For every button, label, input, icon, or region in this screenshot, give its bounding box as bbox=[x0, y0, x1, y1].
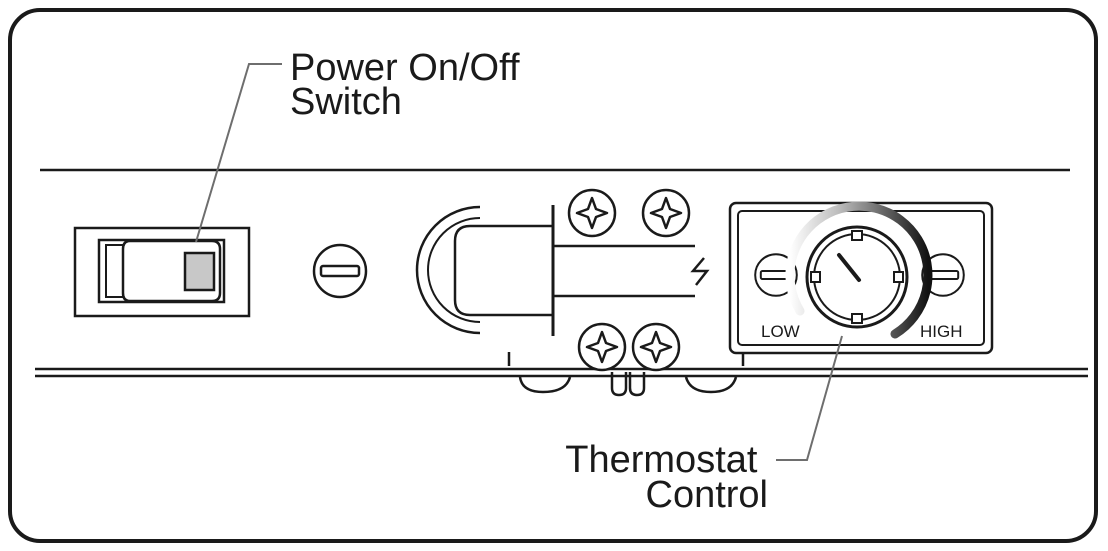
switch-bezel bbox=[73, 226, 251, 318]
break-symbol-icon bbox=[690, 257, 710, 286]
knob-notch-right bbox=[893, 271, 904, 283]
thermostat-control[interactable]: LOW HIGH bbox=[728, 201, 994, 355]
cord-strain-relief bbox=[415, 205, 555, 336]
thermostat-label-line1: Thermostat bbox=[565, 439, 758, 481]
knob-notch-left bbox=[810, 271, 821, 283]
strain-relief-plug bbox=[453, 224, 555, 317]
thermostat-plate-inner bbox=[737, 210, 985, 346]
power-switch-leader bbox=[195, 63, 282, 243]
strain-relief-dome-inner bbox=[427, 217, 481, 323]
phillips-screw-icon bbox=[641, 188, 691, 238]
power-switch-label-line1: Power On/Off bbox=[290, 47, 520, 89]
slotted-screw-icon bbox=[312, 243, 368, 299]
power-switch-label-line2: Switch bbox=[290, 81, 402, 123]
foot-left bbox=[518, 376, 572, 394]
thermostat-label: Thermostat Control bbox=[565, 439, 768, 516]
thermostat-label-line2: Control bbox=[646, 474, 769, 516]
dial-high-label: HIGH bbox=[920, 322, 963, 341]
knob-notch-bottom bbox=[851, 313, 863, 324]
power-switch-label: Power On/Off Switch bbox=[290, 47, 530, 123]
phillips-screw-icon bbox=[567, 188, 617, 238]
knob-notch-top bbox=[851, 230, 863, 241]
power-switch[interactable] bbox=[73, 226, 251, 318]
terminal-bracket bbox=[507, 352, 745, 366]
thermostat-leader bbox=[776, 335, 843, 461]
phillips-screw-icon bbox=[631, 322, 681, 372]
dial-low-label: LOW bbox=[761, 322, 800, 341]
switch-indicator bbox=[183, 251, 216, 292]
foot-right bbox=[684, 376, 738, 394]
knob-pointer bbox=[837, 253, 861, 282]
phillips-screw-icon bbox=[577, 322, 627, 372]
outer-frame bbox=[8, 8, 1098, 543]
terminal-tabs bbox=[610, 372, 646, 397]
temperature-range-arc bbox=[785, 201, 933, 339]
